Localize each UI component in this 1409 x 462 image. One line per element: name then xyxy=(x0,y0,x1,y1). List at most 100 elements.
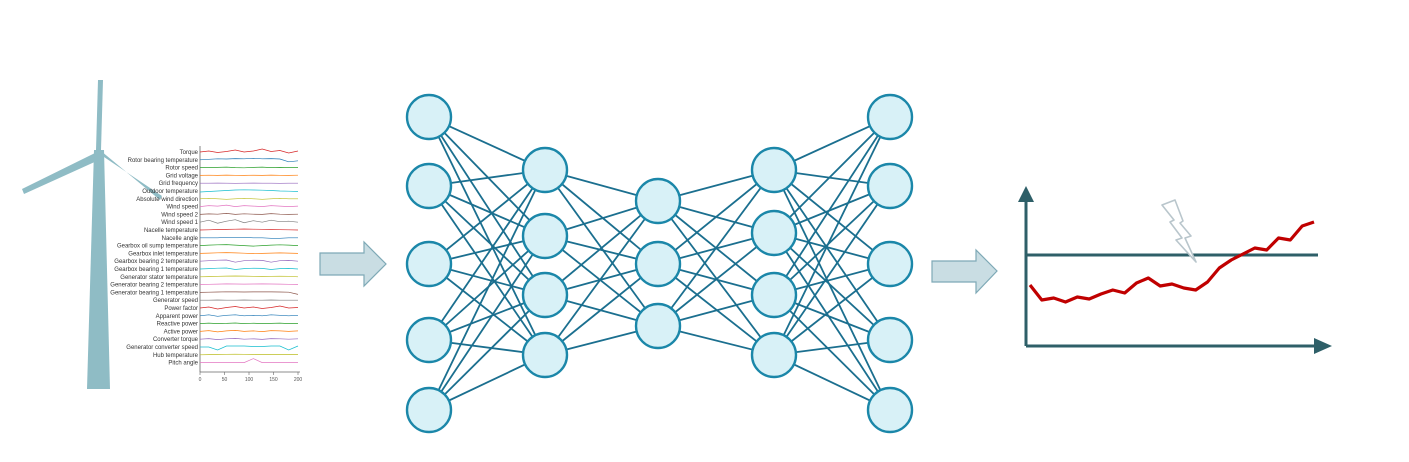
signal-label: Wind speed 1 xyxy=(161,220,198,226)
network-edge xyxy=(773,185,891,296)
network-edge xyxy=(428,185,546,356)
network-edge xyxy=(773,232,891,411)
network-edge xyxy=(657,200,775,356)
signal-series-line xyxy=(199,157,299,163)
network-edge xyxy=(657,169,775,327)
signal-label: Gearbox oil sump temperature xyxy=(117,244,199,250)
network-edge xyxy=(428,235,546,411)
anomaly-series-line xyxy=(1028,220,1315,304)
network-edge xyxy=(428,294,546,411)
signal-series-line xyxy=(199,189,299,193)
signal-series-line xyxy=(199,259,299,263)
network-edge xyxy=(428,116,546,237)
neuron xyxy=(405,386,453,434)
signal-label: Gearbox inlet temperature xyxy=(128,251,198,257)
signal-label: Rotor speed xyxy=(165,166,198,172)
neuron xyxy=(405,162,453,210)
signal-series-line xyxy=(199,338,299,340)
signal-series-line xyxy=(199,291,299,295)
neuron xyxy=(866,93,914,141)
signal-label: Apparent power xyxy=(156,314,198,320)
wind-turbine-icon xyxy=(22,80,162,389)
signal-label: Hub temperature xyxy=(153,353,199,359)
x-tick-label: 100 xyxy=(245,377,254,383)
signal-label: Power factor xyxy=(164,306,198,312)
network-edge xyxy=(773,116,891,356)
network-edge xyxy=(544,263,659,356)
neuron xyxy=(521,146,569,194)
signal-series-line xyxy=(200,358,298,363)
signal-label: Generator stator temperature xyxy=(120,275,198,281)
neuron xyxy=(634,177,682,225)
x-tick-label: 150 xyxy=(269,377,278,383)
neuron xyxy=(866,316,914,364)
network-edge xyxy=(773,116,891,296)
network-edge xyxy=(428,263,546,356)
turbine-blade-up xyxy=(96,80,103,150)
network-edge xyxy=(773,169,891,411)
neuron xyxy=(634,240,682,288)
signal-series-line xyxy=(199,252,299,254)
signal-lines xyxy=(199,148,299,363)
turbine-tower xyxy=(87,150,110,389)
turbine-hub xyxy=(94,150,104,160)
signal-label: Generator bearing 1 temperature xyxy=(110,290,198,296)
neuron xyxy=(521,331,569,379)
turbine-blade-right xyxy=(101,151,162,200)
signal-label: Active power xyxy=(164,329,198,335)
signal-series-line xyxy=(199,219,299,224)
signal-series-line xyxy=(199,267,299,270)
network-edge xyxy=(773,232,891,341)
x-tick-label: 200 xyxy=(294,377,303,383)
neuron xyxy=(866,240,914,288)
neuron xyxy=(405,316,453,364)
lightning-bolt-icon xyxy=(1161,199,1197,263)
network-edge xyxy=(657,263,775,356)
x-tick-label: 0 xyxy=(199,377,202,383)
signal-label: Torque xyxy=(180,150,199,156)
turbine-blade-left xyxy=(22,153,99,194)
network-edge xyxy=(428,169,546,411)
neuron xyxy=(405,93,453,141)
signal-label: Converter torque xyxy=(153,337,199,343)
signal-series-line xyxy=(199,275,299,278)
neuron xyxy=(866,162,914,210)
neuron xyxy=(750,146,798,194)
signal-label: Absolute wind direction xyxy=(136,197,198,203)
signal-label: Gearbox bearing 2 temperature xyxy=(114,259,198,265)
signal-series-line xyxy=(199,322,299,324)
signal-label: Grid voltage xyxy=(166,173,199,179)
network-edge xyxy=(773,263,891,356)
signal-series-line xyxy=(199,228,299,231)
autoencoder-network xyxy=(405,93,914,434)
signal-series-line xyxy=(199,283,299,285)
signal-label: Reactive power xyxy=(157,322,198,328)
signal-series-line xyxy=(199,204,299,207)
signal-series-line xyxy=(199,197,298,200)
neuron xyxy=(405,240,453,288)
network-edge xyxy=(657,169,775,265)
signal-label: Wind speed 2 xyxy=(161,212,198,218)
network-edge xyxy=(428,185,546,296)
signal-series-line xyxy=(199,148,299,154)
signal-label: Pitch angle xyxy=(168,361,198,367)
network-edge xyxy=(657,232,775,327)
network-edge xyxy=(544,200,659,296)
signal-label: Rotor bearing temperature xyxy=(128,158,199,164)
signal-label: Grid frequency xyxy=(159,181,198,187)
signal-x-ticks: 0 50 100 150 200 xyxy=(199,372,303,383)
network-edge xyxy=(544,200,659,356)
network-edge xyxy=(428,169,546,341)
network-nodes xyxy=(405,93,914,434)
signal-series-line xyxy=(199,305,299,310)
signal-label: Generator speed xyxy=(153,298,198,304)
x-tick-label: 50 xyxy=(222,377,228,383)
signal-label: Nacelle angle xyxy=(162,236,199,242)
neuron xyxy=(750,331,798,379)
network-edge xyxy=(773,169,891,341)
signal-series-line xyxy=(199,314,299,317)
right-arrow-icon xyxy=(319,240,387,288)
